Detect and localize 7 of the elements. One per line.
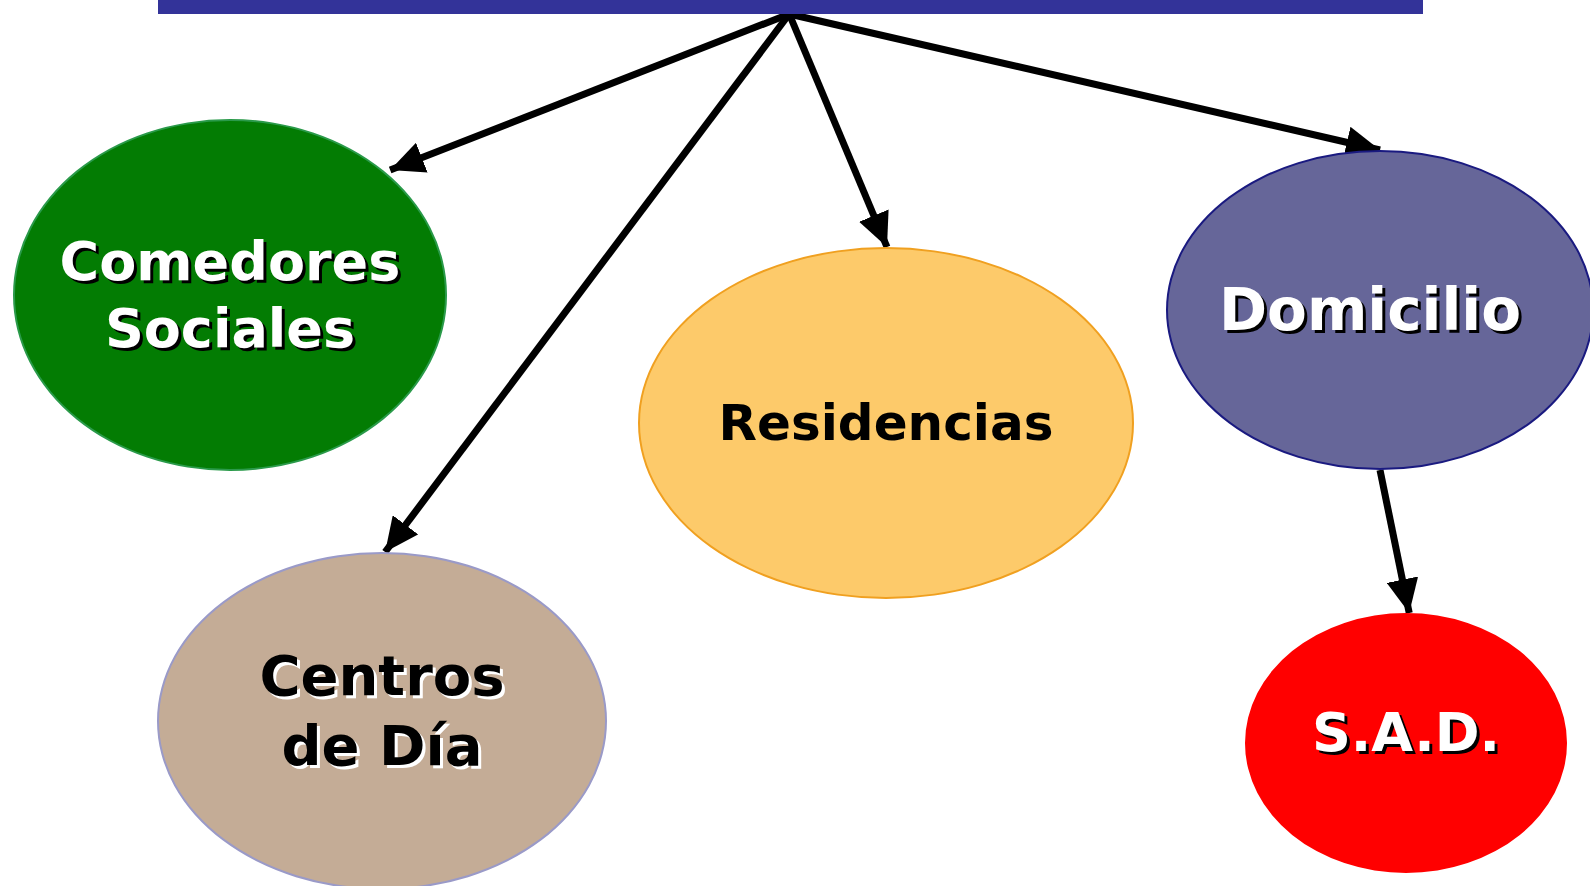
node-label: S.A.D. [1311,700,1501,767]
node-label: Centros de Día [258,642,506,780]
arrow [1376,469,1419,614]
node-label: Comedores Sociales [58,228,402,362]
node-label: Residencias [718,392,1054,454]
header-bar [158,0,1423,14]
node-label: Domicilio [1218,274,1522,346]
